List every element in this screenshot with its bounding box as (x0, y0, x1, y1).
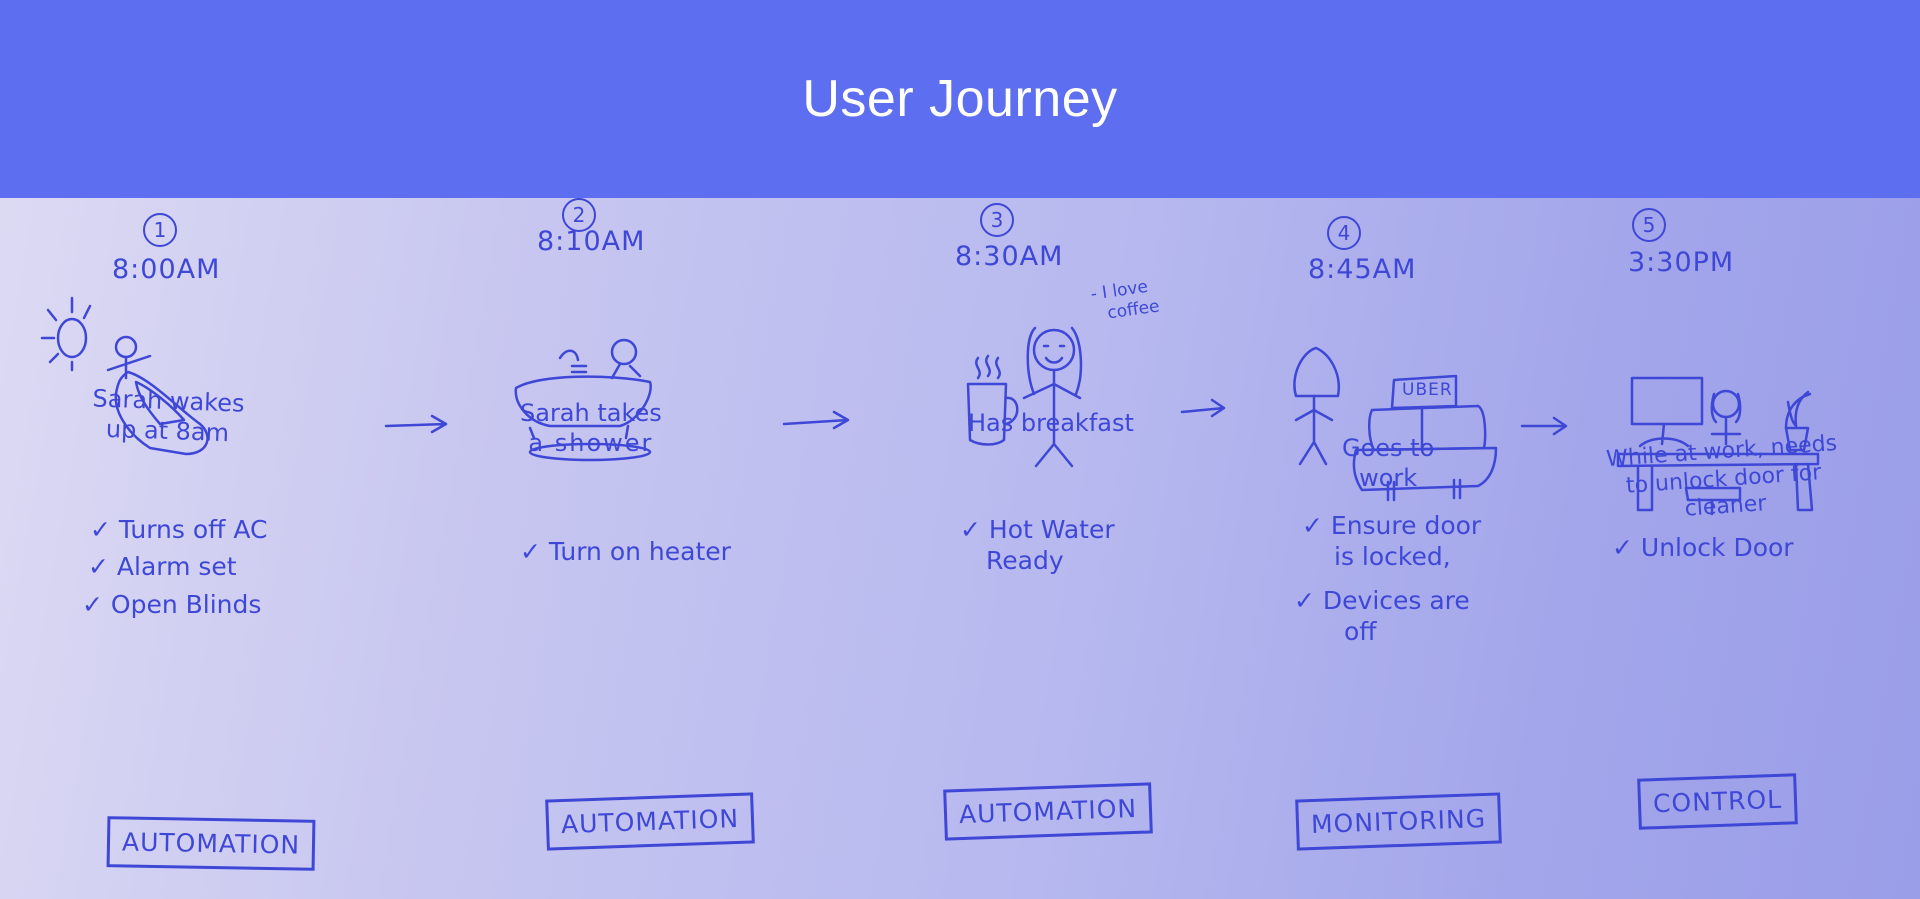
arrow-step-4-5 (1520, 416, 1568, 436)
header-banner: User Journey (0, 0, 1920, 198)
step-3-number: 3 (980, 203, 1014, 237)
step-5-number: 5 (1632, 208, 1666, 242)
step-3-time: 8:30AM (955, 241, 1064, 272)
step-2-time: 8:10AM (537, 226, 646, 257)
arrow-step-1-2 (384, 414, 448, 434)
step-1-number: 1 (143, 213, 177, 247)
step-2-caption: Sarah takes a shower (520, 399, 662, 457)
page-title: User Journey (802, 70, 1118, 128)
coffee-icon (966, 354, 1019, 446)
sun-icon (40, 296, 92, 372)
car-icon (1352, 374, 1498, 502)
step-3-caption: Has breakfast (968, 409, 1134, 437)
bed-icon (106, 335, 209, 456)
commuter-icon (1293, 346, 1341, 466)
arrow-step-3-4 (1180, 398, 1226, 418)
step-4-checks: ✓ Ensure door is locked, ✓ Devices are o… (1294, 511, 1482, 646)
step-5-time: 3:30PM (1628, 247, 1735, 278)
desk-icon (1616, 376, 1820, 516)
step-4-number: 4 (1327, 216, 1361, 250)
step-2-checks: ✓ Turn on heater (520, 537, 731, 566)
step-4-time: 8:45AM (1308, 254, 1417, 285)
person-icon (1022, 326, 1083, 468)
step-5-checks: ✓ Unlock Door (1612, 533, 1794, 562)
step-1-time: 8:00AM (112, 254, 221, 285)
step-3-checks: ✓ Hot Water Ready (960, 515, 1115, 576)
arrow-step-2-3 (782, 410, 850, 430)
sketch-drawings (40, 296, 1820, 516)
step-1-checks: ✓ Turns off AC ✓ Alarm set ✓ Open Blinds (82, 515, 268, 619)
journey-sketch: 1 8:00AM Sarah wakes up at 8am ✓ Turns o… (0, 198, 1920, 899)
uber-sign-label: UBER (1402, 380, 1453, 400)
bathtub-icon (514, 338, 652, 462)
step-2-number: 2 (562, 198, 596, 232)
